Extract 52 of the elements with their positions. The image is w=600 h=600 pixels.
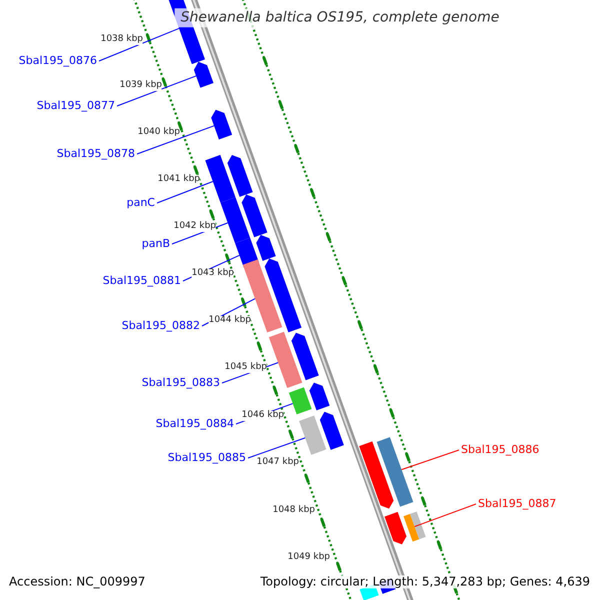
info-text: Accession: NC_009997	[9, 575, 146, 589]
gene-block	[211, 110, 232, 140]
gene-label: panC	[126, 196, 155, 210]
leader-line	[414, 504, 476, 528]
scale-label: 1044 kbp	[208, 316, 251, 326]
scale-label: 1041 kbp	[158, 175, 200, 185]
gene-label: panB	[142, 238, 170, 250]
scale-label: 1045 kbp	[224, 363, 267, 373]
gene-block	[376, 437, 414, 507]
gene-block	[320, 412, 344, 450]
gene-block	[384, 512, 406, 544]
scale-label: 1046 kbp	[242, 411, 284, 421]
gene-block	[242, 194, 268, 238]
leader-line	[98, 28, 180, 62]
scale-label: 1042 kbp	[174, 222, 216, 232]
scale-label: 1040 kbp	[138, 128, 180, 138]
gene-block	[410, 511, 426, 540]
scale-label: 1043 kbp	[192, 269, 234, 279]
gene-label: Sbal195_0881	[102, 274, 181, 288]
gene-label: Sbal195_0885	[168, 452, 246, 464]
gene-label: Sbal195_0878	[56, 148, 135, 160]
gene-block	[205, 154, 236, 203]
gene-block	[288, 387, 312, 414]
scale-label: 1038 kbp	[100, 35, 143, 45]
gene-block	[194, 62, 214, 88]
gene-label: Sbal195_0883	[142, 376, 220, 390]
info-text: Topology: circular; Length: 5,347,283 bp; Genes: 4,639	[260, 575, 590, 589]
gene-block	[227, 154, 253, 197]
gene-block	[309, 382, 330, 410]
leader-line	[136, 125, 215, 154]
gene-label: Sbal195_0884	[156, 418, 234, 430]
gene-label: Sbal195_0876	[18, 54, 97, 68]
scale-label: 1048 kbp	[272, 506, 315, 516]
gene-label: Sbal195_0882	[122, 320, 200, 332]
gene-block	[403, 514, 420, 542]
gene-label: Sbal195_0887	[478, 498, 556, 510]
scale-label: 1049 kbp	[288, 553, 330, 563]
gene-block	[220, 197, 250, 244]
gene-block	[264, 258, 302, 332]
leader-line	[116, 75, 197, 106]
gene-label: Sbal195_0877	[36, 100, 115, 112]
gene-block	[256, 234, 276, 261]
gene-label: Sbal195_0886	[461, 444, 540, 456]
gene-block	[299, 416, 326, 455]
leader-line	[401, 450, 460, 470]
scale-label: 1039 kbp	[120, 81, 162, 91]
leader-line	[156, 181, 214, 204]
gene-block	[291, 332, 319, 380]
gene-block	[359, 441, 394, 509]
leader-line	[248, 437, 306, 458]
scale-label: 1047 kbp	[256, 458, 299, 468]
gene-block	[268, 332, 302, 388]
